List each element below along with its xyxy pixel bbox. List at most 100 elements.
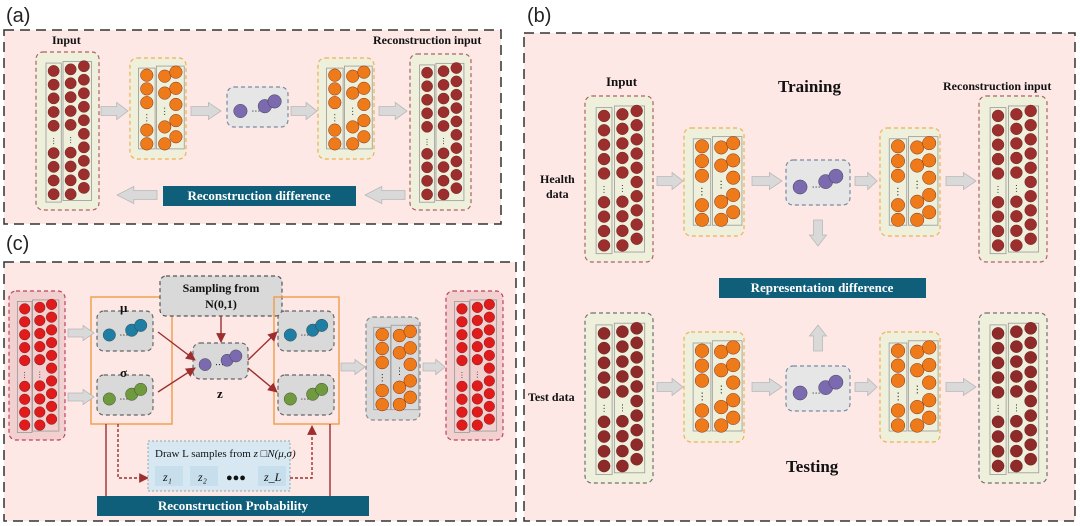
panel-a-arrows	[100, 101, 408, 205]
sample-zl-box	[258, 466, 286, 486]
neuron	[19, 406, 31, 418]
neuron	[991, 371, 1005, 384]
neuron	[233, 104, 248, 118]
neuron	[630, 322, 643, 335]
neuron	[1024, 104, 1037, 118]
neuron	[991, 152, 1005, 166]
neuron	[471, 328, 483, 340]
train-latent-block: ⋯	[785, 159, 851, 206]
neuron	[1010, 195, 1023, 208]
neuron	[630, 119, 643, 132]
ellipsis-dots: ⋮	[600, 404, 609, 414]
neuron	[450, 182, 463, 194]
neuron	[19, 342, 31, 354]
neuron	[1010, 459, 1023, 473]
neuron	[630, 190, 643, 203]
panel-b: Input Training Reconstruction input Heal…	[528, 74, 1051, 484]
flow-arrow-right	[378, 101, 408, 121]
layer-frame	[595, 107, 613, 255]
neuron	[158, 86, 172, 100]
neuron	[169, 114, 183, 128]
neuron	[630, 365, 643, 379]
neuron	[630, 409, 643, 422]
layer-frame	[1008, 105, 1040, 253]
neuron	[375, 397, 389, 412]
layer-frame	[156, 65, 185, 150]
neuron	[46, 337, 58, 349]
panel-c-bar-label: Reconstruction Probability	[158, 498, 309, 513]
layer-frame	[989, 107, 1007, 255]
neuron	[1010, 414, 1023, 428]
neuron	[1010, 166, 1023, 179]
panel-a-decoder-block: ⋮⋮	[317, 57, 375, 160]
neuron	[19, 393, 31, 405]
neuron	[910, 418, 925, 433]
neuron	[991, 327, 1005, 340]
train-encoder-block: ⋮⋮	[683, 127, 745, 237]
neuron	[910, 363, 925, 378]
panel-a-output-block: ⋮⋮	[409, 53, 472, 211]
neuron	[695, 168, 709, 183]
test-latent-block: ⋯	[785, 365, 851, 412]
neuron	[890, 403, 906, 418]
ellipsis-dots: ⋮	[716, 180, 725, 191]
neuron	[450, 169, 463, 181]
neuron	[456, 355, 468, 367]
neuron	[597, 341, 611, 355]
neuron	[328, 137, 342, 151]
neuron	[695, 212, 709, 227]
neuron	[616, 151, 629, 165]
test-encoder-block: ⋮⋮	[683, 331, 745, 443]
neuron	[1024, 161, 1037, 174]
panel-a-latent-block: ⋯	[226, 86, 289, 128]
encoder-frame	[90, 296, 173, 425]
neuron	[64, 146, 77, 159]
neuron	[630, 133, 643, 146]
ellipsis-dots: ⋮	[160, 107, 169, 117]
neuron	[169, 130, 183, 144]
neuron	[922, 205, 937, 220]
ellipsis-dots: ⋯	[215, 361, 224, 371]
flow-arrow-right	[100, 101, 129, 121]
neuron	[437, 65, 450, 77]
neuron	[890, 343, 906, 358]
panel-c-flow-arrows	[105, 316, 331, 496]
neuron	[78, 155, 90, 167]
ellipsis-dots: ⋮	[50, 136, 58, 145]
neuron	[34, 341, 46, 353]
ellipsis-dots: ⋮	[697, 392, 707, 403]
neuron	[694, 358, 710, 373]
neuron	[714, 418, 729, 433]
neuron	[134, 318, 148, 332]
neuron	[991, 341, 1005, 355]
neuron	[456, 342, 468, 354]
ellipsis-dots: ⋯	[300, 395, 309, 405]
sampling-label-line2: N(0,1)	[205, 297, 237, 311]
neuron	[630, 204, 643, 217]
decoder-bottom-block: ⋯	[277, 374, 335, 416]
neuron	[34, 301, 46, 313]
ellipsis-dots: ⋮	[716, 385, 726, 396]
neuron	[34, 393, 46, 405]
neuron	[1010, 239, 1023, 252]
layer-frame	[45, 62, 62, 203]
neuron	[392, 380, 407, 394]
panel-b-recon-label: Reconstruction input	[943, 79, 1051, 93]
neuron	[64, 119, 77, 131]
neuron	[1024, 218, 1037, 231]
neuron	[403, 324, 417, 339]
neuron	[346, 86, 360, 100]
neuron	[47, 92, 60, 105]
neuron	[483, 337, 495, 349]
neuron	[1010, 429, 1023, 443]
neuron	[456, 316, 468, 328]
flow-arrow-right	[945, 377, 977, 397]
neuron	[991, 430, 1005, 443]
health-label-line2: data	[546, 187, 569, 201]
neuron	[102, 392, 116, 406]
neuron	[792, 179, 808, 195]
neuron	[616, 385, 629, 398]
neuron	[437, 147, 450, 160]
neuron	[34, 406, 46, 418]
